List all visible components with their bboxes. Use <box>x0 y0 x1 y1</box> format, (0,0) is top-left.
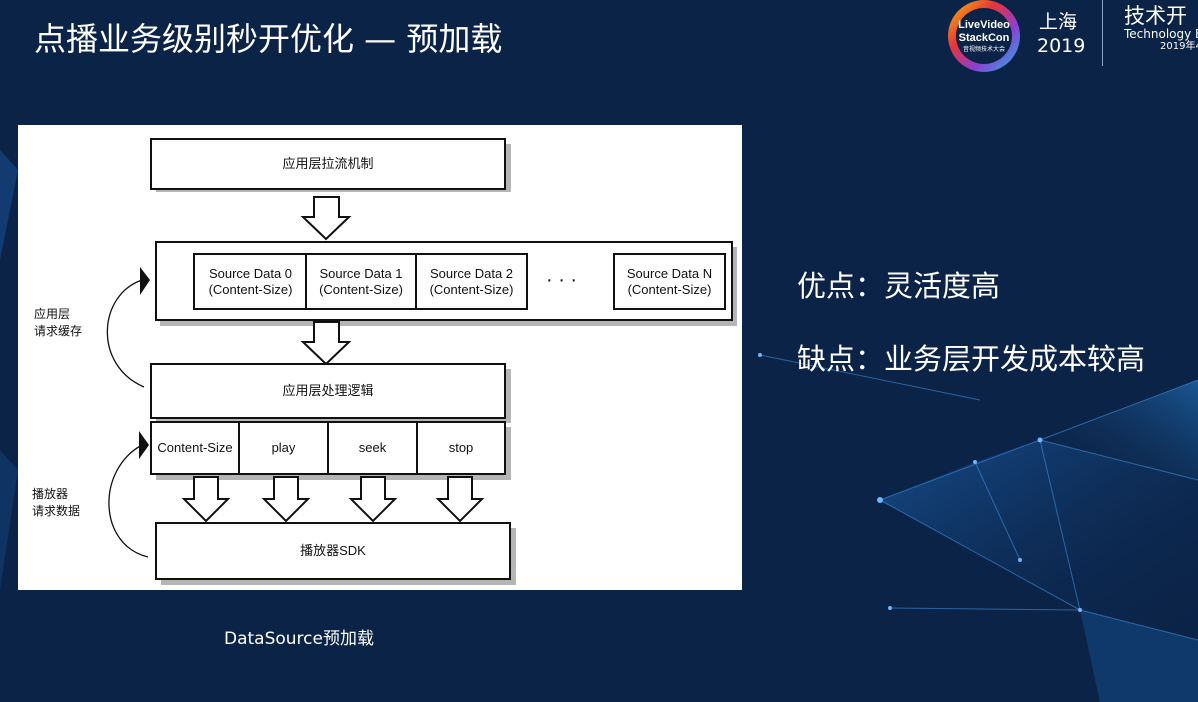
source-data-box: Source Data 1 (Content-Size) <box>305 253 417 310</box>
source-data-box: Source Data 0 (Content-Size) <box>193 253 308 310</box>
logo-line-1: LiveVideo <box>958 19 1010 31</box>
op-box: seek <box>327 421 418 475</box>
side-label-data-line1: 播放器 <box>32 487 69 501</box>
op-box: Content-Size <box>150 421 240 475</box>
diagram-panel: 应用层拉流机制 Source Data 0 (Content-Size) Sou… <box>18 125 742 590</box>
source-detail: (Content-Size) <box>319 281 403 297</box>
curve-arrow-data <box>108 444 149 558</box>
down-arrow-5 <box>348 476 398 523</box>
brand-cn: 技术开 <box>1124 4 1187 28</box>
curve-arrow-cache <box>106 279 145 388</box>
source-data-box: Source Data N (Content-Size) <box>613 253 726 310</box>
header-divider <box>1102 0 1103 66</box>
side-label-cache: 应用层 请求缓存 <box>34 306 82 340</box>
down-arrow-4 <box>261 476 311 523</box>
logic-box: 应用层处理逻辑 <box>150 363 506 419</box>
con-point: 缺点：业务层开发成本较高 <box>797 342 1146 376</box>
down-arrow-1 <box>300 196 352 241</box>
event-location: 上海 2019 <box>1037 10 1086 58</box>
source-detail: (Content-Size) <box>627 281 712 297</box>
brand-en: Technology E <box>1124 27 1198 41</box>
down-arrow-2 <box>300 321 352 366</box>
source-name: Source Data N <box>626 265 713 281</box>
pro-point: 优点：灵活度高 <box>797 269 1001 303</box>
down-arrow-6 <box>435 476 485 523</box>
ellipsis: · · · <box>546 269 578 291</box>
curve-arrowhead-data <box>139 431 149 459</box>
pull-mechanism-box: 应用层拉流机制 <box>150 138 506 190</box>
down-arrow-3 <box>181 476 231 523</box>
source-name: Source Data 1 <box>319 265 403 281</box>
event-city: 上海 <box>1038 11 1077 33</box>
slide-title: 点播业务级别秒开优化 — 预加载 <box>34 20 503 58</box>
side-label-data-line2: 请求数据 <box>32 504 81 518</box>
curve-arrowhead-cache <box>140 267 150 295</box>
player-sdk-box: 播放器SDK <box>155 522 511 580</box>
op-box: play <box>238 421 329 475</box>
event-year: 2019 <box>1037 35 1086 57</box>
side-label-cache-line1: 应用层 <box>34 307 71 321</box>
side-label-data: 播放器 请求数据 <box>32 486 80 520</box>
side-label-cache-line2: 请求缓存 <box>34 324 83 338</box>
source-detail: (Content-Size) <box>208 281 293 297</box>
logo-line-2: StackCon <box>959 32 1010 44</box>
brand-date: 2019年4 <box>1160 41 1198 52</box>
source-data-box: Source Data 2 (Content-Size) <box>415 253 528 310</box>
diagram-arrows-and-frames <box>106 144 737 585</box>
source-detail: (Content-Size) <box>429 281 514 297</box>
source-name: Source Data 0 <box>208 265 293 281</box>
figure-caption: DataSource预加载 <box>224 629 374 649</box>
source-name: Source Data 2 <box>429 265 514 281</box>
event-brand: 技术开 Technology E 2019年4 <box>1124 4 1198 53</box>
livevideo-stackcon-logo: LiveVideo StackCon 音视频技术大会 <box>948 0 1020 72</box>
op-box: stop <box>416 421 506 475</box>
logo-line-3: 音视频技术大会 <box>963 45 1005 53</box>
